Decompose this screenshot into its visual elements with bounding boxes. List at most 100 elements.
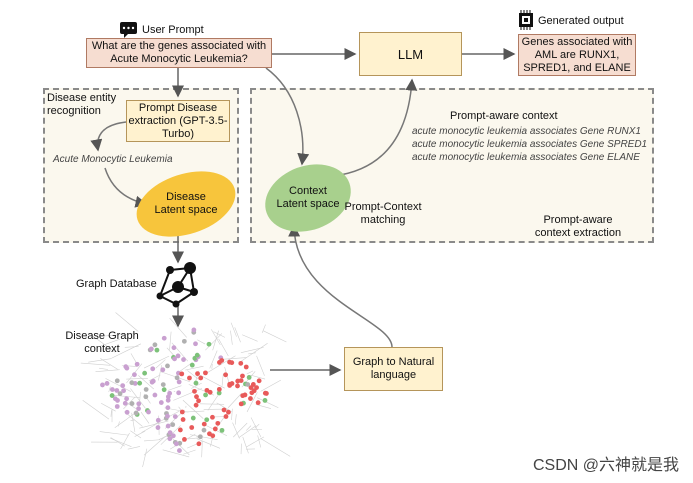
- network-edge: [143, 355, 170, 369]
- network-edge: [232, 422, 240, 439]
- network-node: [216, 386, 222, 392]
- network-edge: [169, 331, 172, 350]
- network-node: [165, 405, 171, 411]
- network-node: [146, 409, 151, 415]
- network-node: [174, 375, 180, 381]
- network-node: [254, 385, 259, 391]
- network-edge: [130, 388, 146, 409]
- network-node: [172, 356, 177, 362]
- disease-entity-text: Acute Monocytic Leukemia: [53, 154, 173, 165]
- network-node: [114, 404, 120, 409]
- network-edge: [108, 386, 111, 393]
- network-node: [177, 448, 182, 453]
- network-edge: [257, 435, 262, 448]
- network-node: [189, 425, 195, 430]
- network-edge: [232, 422, 248, 438]
- chat-icon: [120, 22, 137, 38]
- network-edge: [80, 362, 111, 366]
- arrow-entity-to-latent: [104, 167, 148, 208]
- network-edge: [212, 330, 219, 351]
- network-edge: [162, 449, 190, 458]
- network-edge: [99, 367, 109, 370]
- network-edge: [231, 408, 233, 420]
- network-edge: [183, 449, 196, 455]
- network-edge: [169, 317, 187, 338]
- network-edge: [209, 350, 218, 369]
- network-node: [219, 427, 225, 433]
- network-node: [165, 413, 170, 419]
- network-node: [215, 420, 221, 426]
- network-node: [172, 414, 178, 420]
- network-node: [250, 382, 256, 387]
- network-node: [143, 387, 149, 392]
- network-edge: [189, 434, 218, 440]
- prompt-aware-context-title: Prompt-aware context: [450, 110, 558, 122]
- network-edge: [261, 324, 266, 334]
- network-edge: [134, 430, 146, 437]
- network-node: [134, 361, 140, 367]
- disease-entity-region-label: Disease entity recognition: [47, 92, 117, 117]
- network-node: [240, 393, 246, 399]
- context-line-1: acute monocytic leukemia associates Gene…: [412, 126, 641, 137]
- network-node: [122, 400, 128, 406]
- network-edge: [170, 433, 196, 450]
- network-edge: [227, 393, 242, 408]
- network-edge: [254, 423, 260, 429]
- network-node: [191, 327, 197, 333]
- network-node: [152, 342, 158, 348]
- network-node: [198, 375, 204, 381]
- network-node: [189, 362, 195, 368]
- network-edge: [185, 365, 204, 371]
- chip-icon: [519, 10, 533, 30]
- disease-latent-space-label: Disease Latent space: [154, 191, 218, 216]
- network-edge: [230, 330, 233, 345]
- network-node: [161, 335, 167, 341]
- network-node: [117, 391, 123, 397]
- network-node: [109, 387, 115, 392]
- prompt-disease-extraction-box: Prompt Disease extraction (GPT-3.5-Turbo…: [126, 100, 230, 142]
- network-edge: [191, 382, 202, 389]
- network-node: [221, 407, 227, 413]
- network-edge: [230, 322, 237, 337]
- network-node: [229, 381, 235, 386]
- network-edge: [221, 357, 247, 360]
- network-node: [190, 415, 196, 421]
- network-node: [180, 417, 186, 422]
- network-node: [165, 397, 171, 403]
- network-edge: [143, 436, 166, 456]
- network-edge: [248, 352, 257, 355]
- network-node: [129, 380, 135, 386]
- prompt-aware-context-extraction-label: Prompt-aware context extraction: [534, 214, 622, 239]
- network-node: [187, 375, 192, 381]
- network-node: [150, 378, 156, 384]
- network-edge: [213, 331, 226, 338]
- network-edge: [88, 358, 112, 363]
- network-node: [235, 383, 240, 389]
- network-node: [142, 370, 148, 376]
- network-node: [238, 360, 244, 366]
- network-node: [216, 390, 222, 396]
- network-node: [226, 409, 231, 415]
- network-edge: [245, 436, 265, 448]
- network-node: [197, 434, 203, 440]
- disease-graph-network: [80, 312, 291, 468]
- network-node: [223, 372, 229, 378]
- graph-database-icon: [156, 262, 198, 308]
- arrow-extraction-to-entity: [90, 121, 127, 152]
- network-node: [152, 392, 158, 398]
- network-edge: [138, 375, 154, 390]
- network-node: [167, 430, 173, 436]
- network-node: [123, 364, 129, 370]
- network-node: [223, 414, 229, 419]
- graph-database-label: Graph Database: [76, 278, 157, 290]
- network-edge: [260, 379, 282, 392]
- network-node: [204, 387, 210, 393]
- network-node: [155, 417, 161, 423]
- prompt-context-matching-label: Prompt-Context matching: [344, 201, 422, 226]
- network-edge: [246, 370, 254, 375]
- network-edge: [90, 334, 116, 353]
- network-edge: [238, 425, 257, 438]
- network-node: [176, 379, 182, 385]
- network-edge: [100, 338, 121, 347]
